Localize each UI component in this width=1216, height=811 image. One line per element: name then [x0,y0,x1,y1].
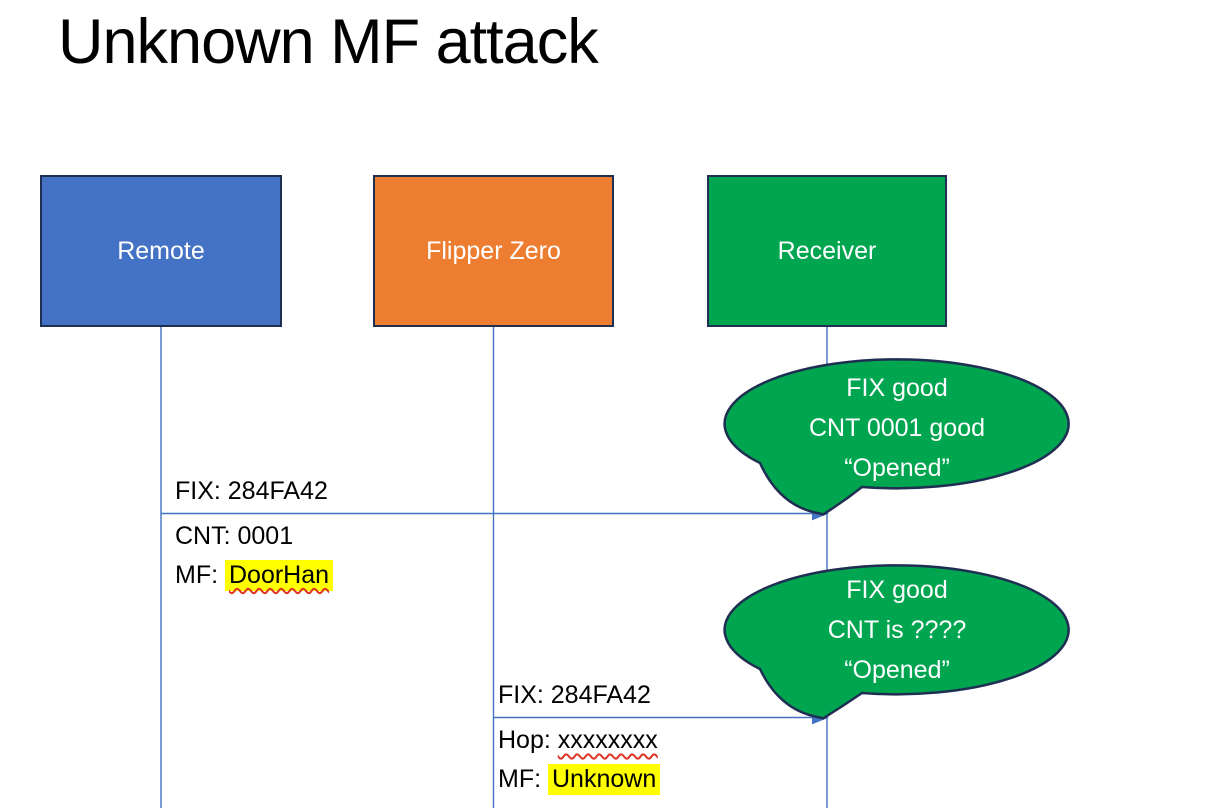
actor-box-remote: Remote [40,175,282,327]
callout2-line3: “Opened” [844,656,950,684]
message1-line3-highlighted-word: DoorHan [225,559,334,591]
message2-line2: Hop: xxxxxxxx [498,721,660,760]
message2-line3-prefix: MF: [498,764,548,793]
message2-line2-prefix: Hop: [498,726,558,754]
message2-line3: MF: Unknown [498,760,661,799]
callout2-line1: FIX good [846,576,948,604]
message2-lines-below: Hop: xxxxxxxx MF: Unknown [498,721,661,799]
message2-line3-highlighted-word: Unknown [548,763,661,795]
actor-box-receiver: Receiver [707,175,947,327]
actor-label-receiver: Receiver [777,236,877,265]
callout2-line2: CNT is ???? [827,616,967,644]
message1-line3-prefix: MF: [175,560,225,589]
callout1-text: FIX good CNT 0001 good “Opened” [725,368,1069,488]
callout2-bubble [723,564,1070,720]
message1-line-above: FIX: 284FA42 [175,477,328,505]
page-title: Unknown MF attack [58,7,599,77]
callout2-text: FIX good CNT is ???? “Opened” [725,570,1069,690]
callout1-line2: CNT 0001 good [808,414,986,442]
message2-line2-misspelled-word: xxxxxxxx [557,726,658,754]
actor-box-flipper-zero: Flipper Zero [373,175,614,327]
message1-line3: MF: DoorHan [175,556,334,595]
actor-label-flipper-zero: Flipper Zero [426,236,561,265]
message1-lines-below: CNT: 0001 MF: DoorHan [175,517,334,595]
message2-line-above: FIX: 284FA42 [498,681,651,709]
callout1-line3: “Opened” [844,454,950,482]
callout1-bubble [723,358,1070,516]
actor-label-remote: Remote [117,236,205,265]
message1-line2: CNT: 0001 [175,522,294,550]
callout1-line1: FIX good [846,374,948,402]
